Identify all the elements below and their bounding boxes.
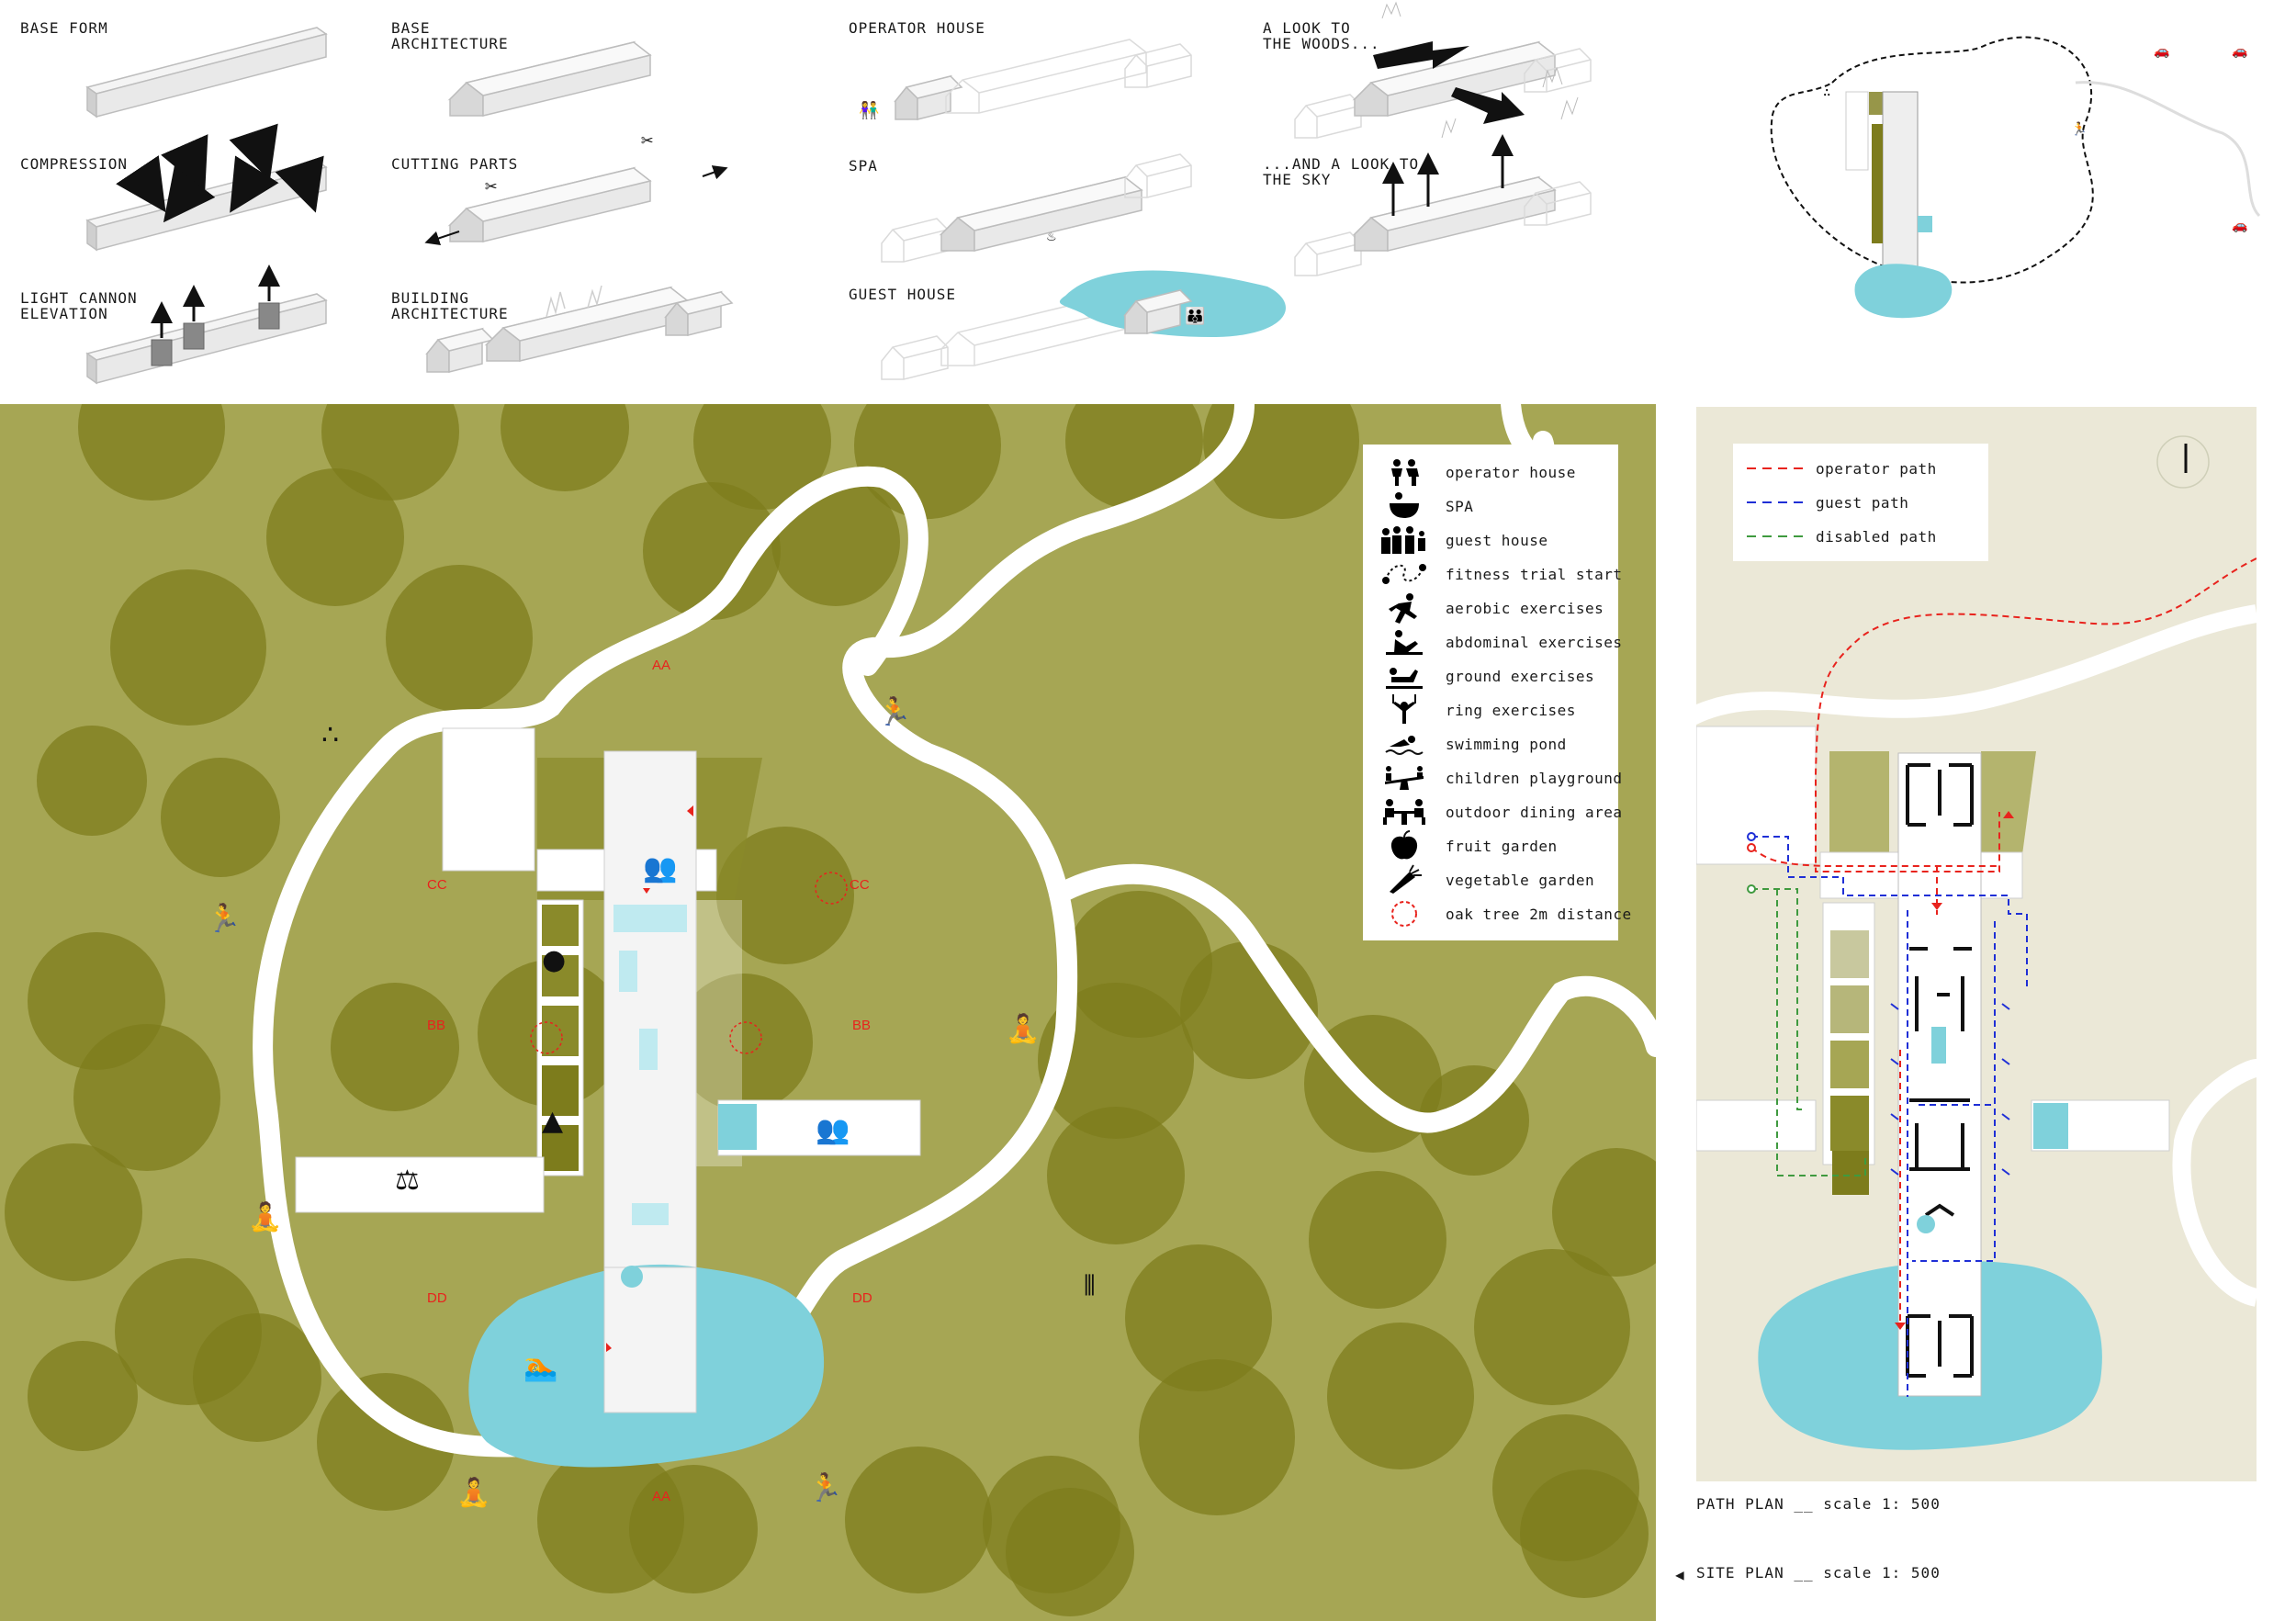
- step-label-guest-house: GUEST HOUSE: [849, 286, 956, 303]
- legend-row: guest house: [1363, 526, 1548, 554]
- step-label-operator-house: OPERATOR HOUSE: [849, 19, 985, 37]
- triangle-left-icon: ◀: [1675, 1566, 1684, 1583]
- legend-row: swimming pond: [1363, 730, 1567, 758]
- svg-text:▲: ▲: [542, 1105, 563, 1137]
- step-label-cutting-parts: CUTTING PARTS: [391, 155, 519, 173]
- legend-row: vegetable garden: [1363, 864, 1594, 895]
- guest-house-icon: [1363, 526, 1446, 554]
- path-legend-row: operator path: [1733, 455, 1937, 482]
- svg-text:✂: ✂: [485, 175, 497, 198]
- svg-text:🚗: 🚗: [2232, 219, 2247, 233]
- abdominal-exercise-icon: [1363, 628, 1446, 656]
- svg-text:👫: 👫: [859, 100, 879, 120]
- path-plan: [1696, 407, 2257, 1481]
- legend-row: SPA: [1363, 492, 1473, 520]
- ring-exercise-icon: [1363, 694, 1446, 726]
- legend-row: oak tree 2m distance: [1363, 900, 1632, 928]
- concept-diagrams: ✂ ✂ 👫 ♨ 👪: [86, 1, 1592, 384]
- section-marker-cc-left: CC: [427, 877, 447, 893]
- svg-text:🧘: 🧘: [1006, 1012, 1040, 1045]
- svg-text:∴: ∴: [1823, 85, 1830, 100]
- legend-row: outdoor dining area: [1363, 798, 1623, 826]
- step-label-base-form: BASE FORM: [20, 19, 108, 37]
- step-label-compression: COMPRESSION: [20, 155, 128, 173]
- svg-text:🧘: 🧘: [248, 1200, 282, 1233]
- outdoor-dining-icon: [1363, 798, 1446, 826]
- vegetable-garden-icon: [1363, 864, 1446, 895]
- site-legend: operator house SPA guest house fitness t…: [1363, 445, 1631, 940]
- site-plan: 👥 👥 ● ▲ ⚖ 🏃 🏃 ∴ 🧘 🧘 🧘 ⫴ 🏊 🏃: [0, 404, 1656, 1621]
- path-legend-row: guest path: [1733, 489, 1908, 516]
- swimming-pond-icon: [1363, 732, 1446, 756]
- svg-text:♨: ♨: [1047, 227, 1056, 244]
- svg-text:🚗: 🚗: [2232, 44, 2247, 59]
- svg-text:✂: ✂: [641, 129, 653, 152]
- oak-trees: [5, 404, 1656, 1616]
- fitness-trail-start-icon: [1363, 560, 1446, 588]
- section-marker-bb-right: BB: [852, 1018, 872, 1033]
- svg-text:⫴: ⫴: [1084, 1270, 1096, 1302]
- path-legend: operator path guest path disabled path: [1733, 444, 1988, 561]
- svg-text:👥: 👥: [816, 1114, 850, 1146]
- svg-text:●: ●: [542, 944, 566, 976]
- svg-text:🧘: 🧘: [456, 1476, 490, 1509]
- section-marker-cc-right: CC: [850, 877, 870, 893]
- step-label-look-sky: ...AND A LOOK TO THE SKY: [1263, 155, 1420, 188]
- svg-text:∴: ∴: [321, 719, 339, 751]
- step-label-spa: SPA: [849, 157, 878, 174]
- section-marker-dd-left: DD: [427, 1290, 447, 1306]
- key-plan-thumbnail: ∴ 🏃 🚗 🚗 🚗: [1770, 36, 2261, 319]
- aerobic-exercise-icon: [1363, 592, 1446, 624]
- disabled-path-swatch: [1733, 533, 1816, 540]
- operator-path-swatch: [1733, 465, 1816, 472]
- operator-house-icon: [1363, 458, 1446, 486]
- svg-text:⚖: ⚖: [395, 1165, 420, 1197]
- svg-text:🏃: 🏃: [207, 902, 241, 935]
- legend-row: children playground: [1363, 764, 1623, 792]
- step-label-building-architecture: BUILDING ARCHITECTURE: [391, 289, 509, 322]
- step-label-look-woods: A LOOK TO THE WOODS...: [1263, 19, 1380, 52]
- path-plan-caption: PATH PLAN __ scale 1: 500: [1696, 1495, 1941, 1513]
- section-marker-aa-top: AA: [652, 658, 671, 673]
- oak-tree-distance-icon: [1363, 899, 1446, 929]
- legend-row: fruit garden: [1363, 830, 1558, 861]
- legend-row: abdominal exercises: [1363, 628, 1623, 656]
- ground-exercise-icon: [1363, 662, 1446, 690]
- fruit-garden-icon: [1363, 830, 1446, 861]
- svg-text:👪: 👪: [1185, 306, 1205, 326]
- svg-text:🏃: 🏃: [2071, 121, 2087, 137]
- svg-text:🏃: 🏃: [877, 695, 911, 728]
- section-marker-dd-right: DD: [852, 1290, 872, 1306]
- path-legend-row: disabled path: [1733, 523, 1937, 550]
- svg-text:🏊: 🏊: [523, 1351, 557, 1383]
- step-label-base-architecture: BASE ARCHITECTURE: [391, 19, 509, 52]
- legend-row: ring exercises: [1363, 694, 1576, 726]
- legend-row: ground exercises: [1363, 662, 1594, 690]
- legend-row: operator house: [1363, 458, 1576, 486]
- site-plan-caption: SITE PLAN __ scale 1: 500: [1696, 1564, 1941, 1582]
- step-label-light-cannon: LIGHT CANNON ELEVATION: [20, 289, 138, 322]
- svg-text:🏃: 🏃: [808, 1471, 842, 1504]
- legend-row: fitness trial start: [1363, 560, 1623, 588]
- section-marker-aa-bottom: AA: [652, 1489, 671, 1504]
- guest-path-swatch: [1733, 499, 1816, 506]
- svg-text:🚗: 🚗: [2154, 44, 2169, 59]
- children-playground-icon: [1363, 765, 1446, 791]
- section-marker-bb-left: BB: [427, 1018, 446, 1033]
- legend-row: aerobic exercises: [1363, 592, 1604, 624]
- svg-text:👥: 👥: [643, 852, 677, 884]
- spa-icon: [1363, 492, 1446, 520]
